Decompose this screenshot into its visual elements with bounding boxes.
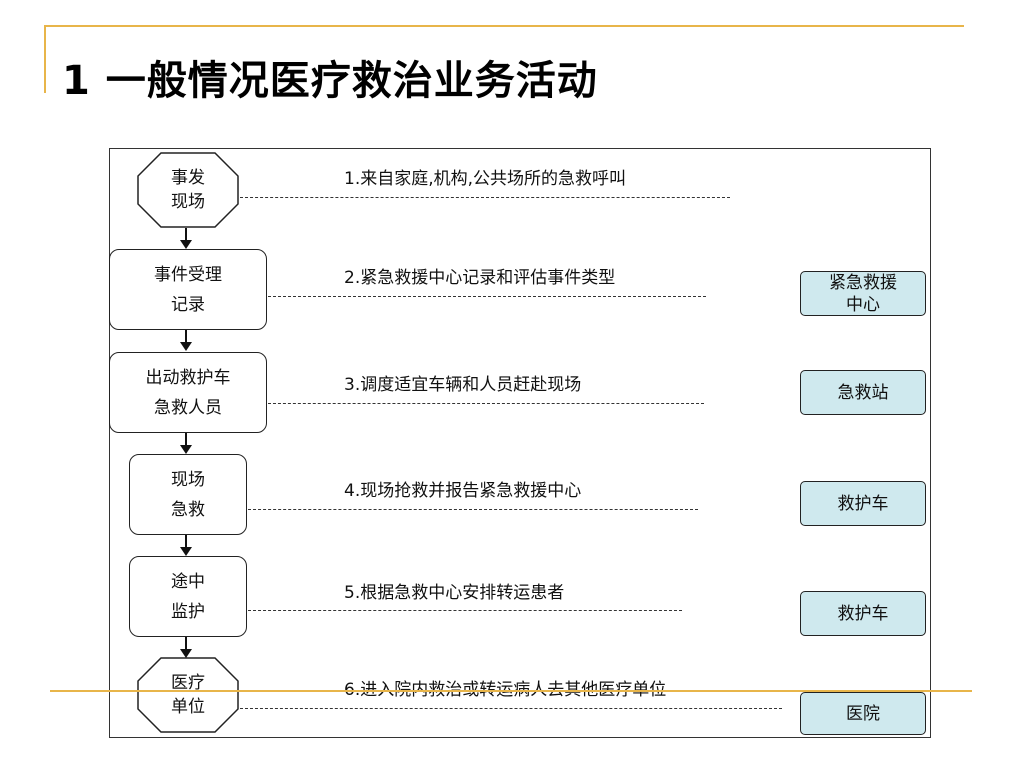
node-label-line: 记录: [171, 294, 205, 315]
agent-label-line: 急救站: [837, 382, 889, 403]
step-description-1: 1.来自家庭,机构,公共场所的急救呼叫: [344, 169, 627, 189]
agent-label-line: 中心: [846, 294, 880, 315]
step-description-6: 6.进入院内救治或转运病人去其他医疗单位: [344, 680, 667, 700]
agent-label-line: 紧急救援: [829, 272, 897, 293]
agent-box-ambulance-transit: 救护车: [800, 591, 926, 636]
leader-line: [268, 296, 706, 297]
node-label-line: 现场: [171, 469, 205, 490]
node-label-line: 事件受理: [154, 264, 222, 285]
node-label-line: 医疗: [171, 673, 205, 693]
agent-box-ambulance: 救护车: [800, 481, 926, 526]
node-label-line: 出动救护车: [145, 367, 231, 388]
step-description-3: 3.调度适宜车辆和人员赶赴现场: [344, 375, 582, 395]
octagon-shape: [137, 152, 239, 228]
flow-arrow: [180, 330, 192, 351]
node-label-line: 途中: [171, 571, 205, 592]
step-description-5: 5.根据急救中心安排转运患者: [344, 583, 565, 603]
agent-label-line: 医院: [846, 703, 880, 724]
step-description-2: 2.紧急救援中心记录和评估事件类型: [344, 268, 616, 288]
flow-arrow: [180, 433, 192, 454]
leader-line: [240, 197, 730, 198]
flow-node-dispatch-ambulance: 出动救护车 急救人员: [109, 352, 267, 433]
flow-node-onsite-rescue: 现场 急救: [129, 454, 247, 535]
flow-arrow: [180, 535, 192, 556]
leader-line: [268, 403, 704, 404]
node-label-line: 急救: [171, 499, 205, 520]
page-title: 1 一般情况医疗救治业务活动: [62, 58, 598, 104]
agent-box-emergency-center: 紧急救援 中心: [800, 271, 926, 316]
diagram-frame: [109, 148, 931, 738]
leader-line: [248, 509, 698, 510]
title-rule-top: [44, 25, 964, 27]
node-label-line: 事发: [171, 168, 205, 188]
node-label-line: 急救人员: [154, 397, 222, 418]
flow-node-incident-scene: 事发 现场: [137, 152, 239, 228]
agent-box-first-aid-station: 急救站: [800, 370, 926, 415]
flow-node-medical-unit: 医疗 单位: [137, 657, 239, 733]
flow-node-event-record: 事件受理 记录: [109, 249, 267, 330]
agent-label-line: 救护车: [837, 603, 889, 624]
node-label-line: 现场: [171, 192, 205, 212]
leader-line: [248, 610, 682, 611]
node-label-line: 监护: [171, 601, 205, 622]
flow-arrow: [180, 228, 192, 249]
flow-arrow: [180, 637, 192, 658]
leader-line: [240, 708, 782, 709]
title-rule-left: [44, 25, 46, 93]
agent-label-line: 救护车: [837, 493, 889, 514]
footer-rule: [50, 690, 972, 692]
flow-node-transit-monitoring: 途中 监护: [129, 556, 247, 637]
node-label-line: 单位: [171, 697, 205, 717]
agent-box-hospital: 医院: [800, 692, 926, 735]
step-description-4: 4.现场抢救并报告紧急救援中心: [344, 481, 582, 501]
